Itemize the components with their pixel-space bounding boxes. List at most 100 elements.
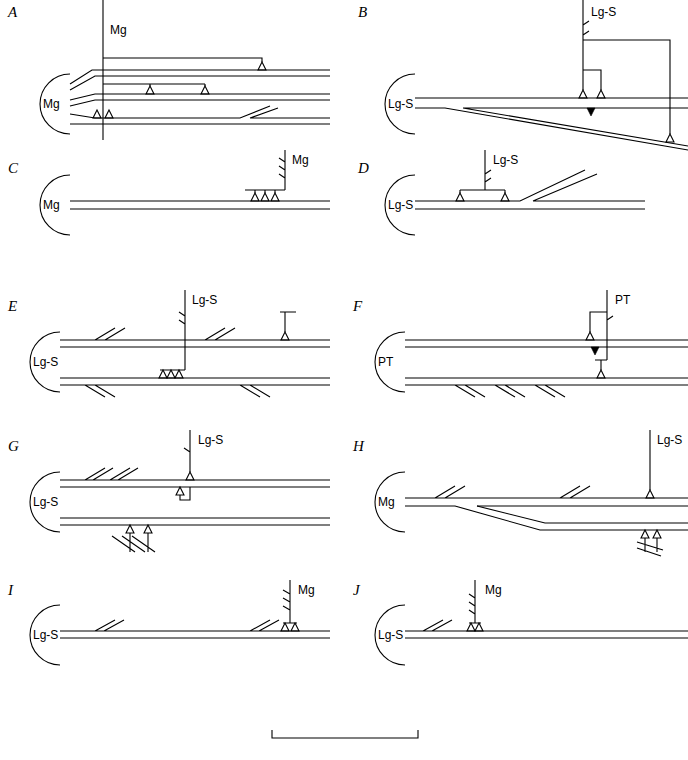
axon	[469, 580, 481, 623]
bouton	[251, 193, 259, 201]
bouton	[597, 370, 605, 378]
neuron-panel	[30, 580, 330, 665]
bouton	[126, 525, 134, 533]
soma-outline	[375, 472, 405, 532]
panel-letter: D	[358, 160, 369, 176]
soma-outline	[385, 74, 415, 134]
dendrite	[60, 328, 330, 347]
neuron-panel	[385, 0, 688, 150]
panel-letter: B	[358, 4, 367, 20]
soma-outline	[30, 605, 60, 665]
axon	[590, 290, 613, 370]
bouton	[501, 193, 509, 201]
soma-outline	[385, 175, 415, 235]
bouton	[641, 530, 649, 538]
cell-type-label: Mg	[43, 96, 60, 112]
neuron-panel	[40, 0, 330, 140]
dendrite	[415, 170, 645, 209]
panel-letter: H	[353, 438, 364, 454]
cell-type-label: Lg-S	[33, 494, 58, 510]
axon	[283, 580, 297, 623]
cell-type-label: Mg	[485, 582, 502, 598]
dendrite	[455, 506, 688, 530]
dendrite	[60, 518, 330, 525]
cell-type-label: Mg	[378, 494, 395, 510]
panel-letter: I	[8, 582, 13, 598]
neuron-panel	[375, 580, 688, 665]
bouton	[291, 623, 299, 631]
dendrite	[70, 94, 330, 106]
bouton	[176, 487, 184, 495]
bouton	[591, 347, 599, 355]
panel-letter: J	[353, 582, 360, 598]
cell-type-label: Lg-S	[591, 4, 616, 20]
bouton	[281, 623, 289, 631]
bouton	[258, 62, 266, 70]
cell-type-label: Lg-S	[378, 627, 403, 643]
dendrite	[70, 201, 330, 209]
neuron-panel	[30, 290, 330, 397]
cell-type-label: Lg-S	[657, 432, 682, 448]
bouton	[167, 370, 175, 378]
bouton	[475, 623, 483, 631]
dendrite	[60, 378, 330, 397]
panel-letter: A	[8, 4, 17, 20]
soma-outline	[40, 74, 70, 134]
cell-type-label: Lg-S	[388, 96, 413, 112]
dendrite	[415, 98, 688, 150]
soma-outline	[375, 605, 405, 665]
cell-type-label: Lg-S	[388, 197, 413, 213]
bouton	[597, 90, 605, 98]
soma-outline	[30, 472, 60, 532]
cell-type-label: Mg	[43, 197, 60, 213]
neuron-panel	[375, 430, 688, 556]
axon	[637, 430, 663, 556]
bouton	[281, 332, 289, 340]
dendrite	[70, 106, 330, 124]
neuron-panel	[385, 150, 645, 235]
dendrite	[405, 486, 688, 506]
bouton	[93, 110, 101, 118]
neuron-panel	[30, 430, 330, 552]
bouton	[666, 134, 674, 142]
cell-type-label: Lg-S	[33, 354, 58, 370]
soma-outline	[30, 332, 60, 392]
dendrite	[405, 620, 688, 638]
dendrite	[405, 340, 688, 347]
panel-letter: E	[8, 298, 17, 314]
panel-letter: G	[8, 438, 19, 454]
bouton	[186, 472, 194, 480]
cell-type-label: Mg	[298, 582, 315, 598]
bouton	[146, 86, 154, 94]
cell-type-label: Lg-S	[33, 627, 58, 643]
cell-type-label: Lg-S	[198, 432, 223, 448]
bouton	[159, 370, 167, 378]
axon	[112, 430, 190, 552]
cell-type-label: PT	[615, 292, 630, 308]
dendrite	[70, 70, 330, 90]
cell-type-label: Lg-S	[192, 292, 217, 308]
axon	[583, 0, 670, 134]
bouton	[587, 108, 595, 116]
bouton	[201, 86, 209, 94]
cell-type-label: Mg	[292, 152, 309, 168]
soma-outline	[375, 332, 405, 392]
bouton	[261, 193, 269, 201]
bouton	[586, 332, 594, 340]
cell-type-label: PT	[378, 354, 393, 370]
cell-type-label: Mg	[110, 22, 127, 38]
axon	[103, 0, 262, 140]
bouton	[653, 530, 661, 538]
dendrite	[405, 378, 688, 397]
neuron-panel	[375, 290, 688, 397]
soma-outline	[40, 175, 70, 235]
bouton	[456, 193, 464, 201]
bouton	[144, 525, 152, 533]
bouton	[105, 110, 113, 118]
bouton	[579, 90, 587, 98]
cell-type-label: Lg-S	[493, 152, 518, 168]
bouton	[175, 370, 183, 378]
